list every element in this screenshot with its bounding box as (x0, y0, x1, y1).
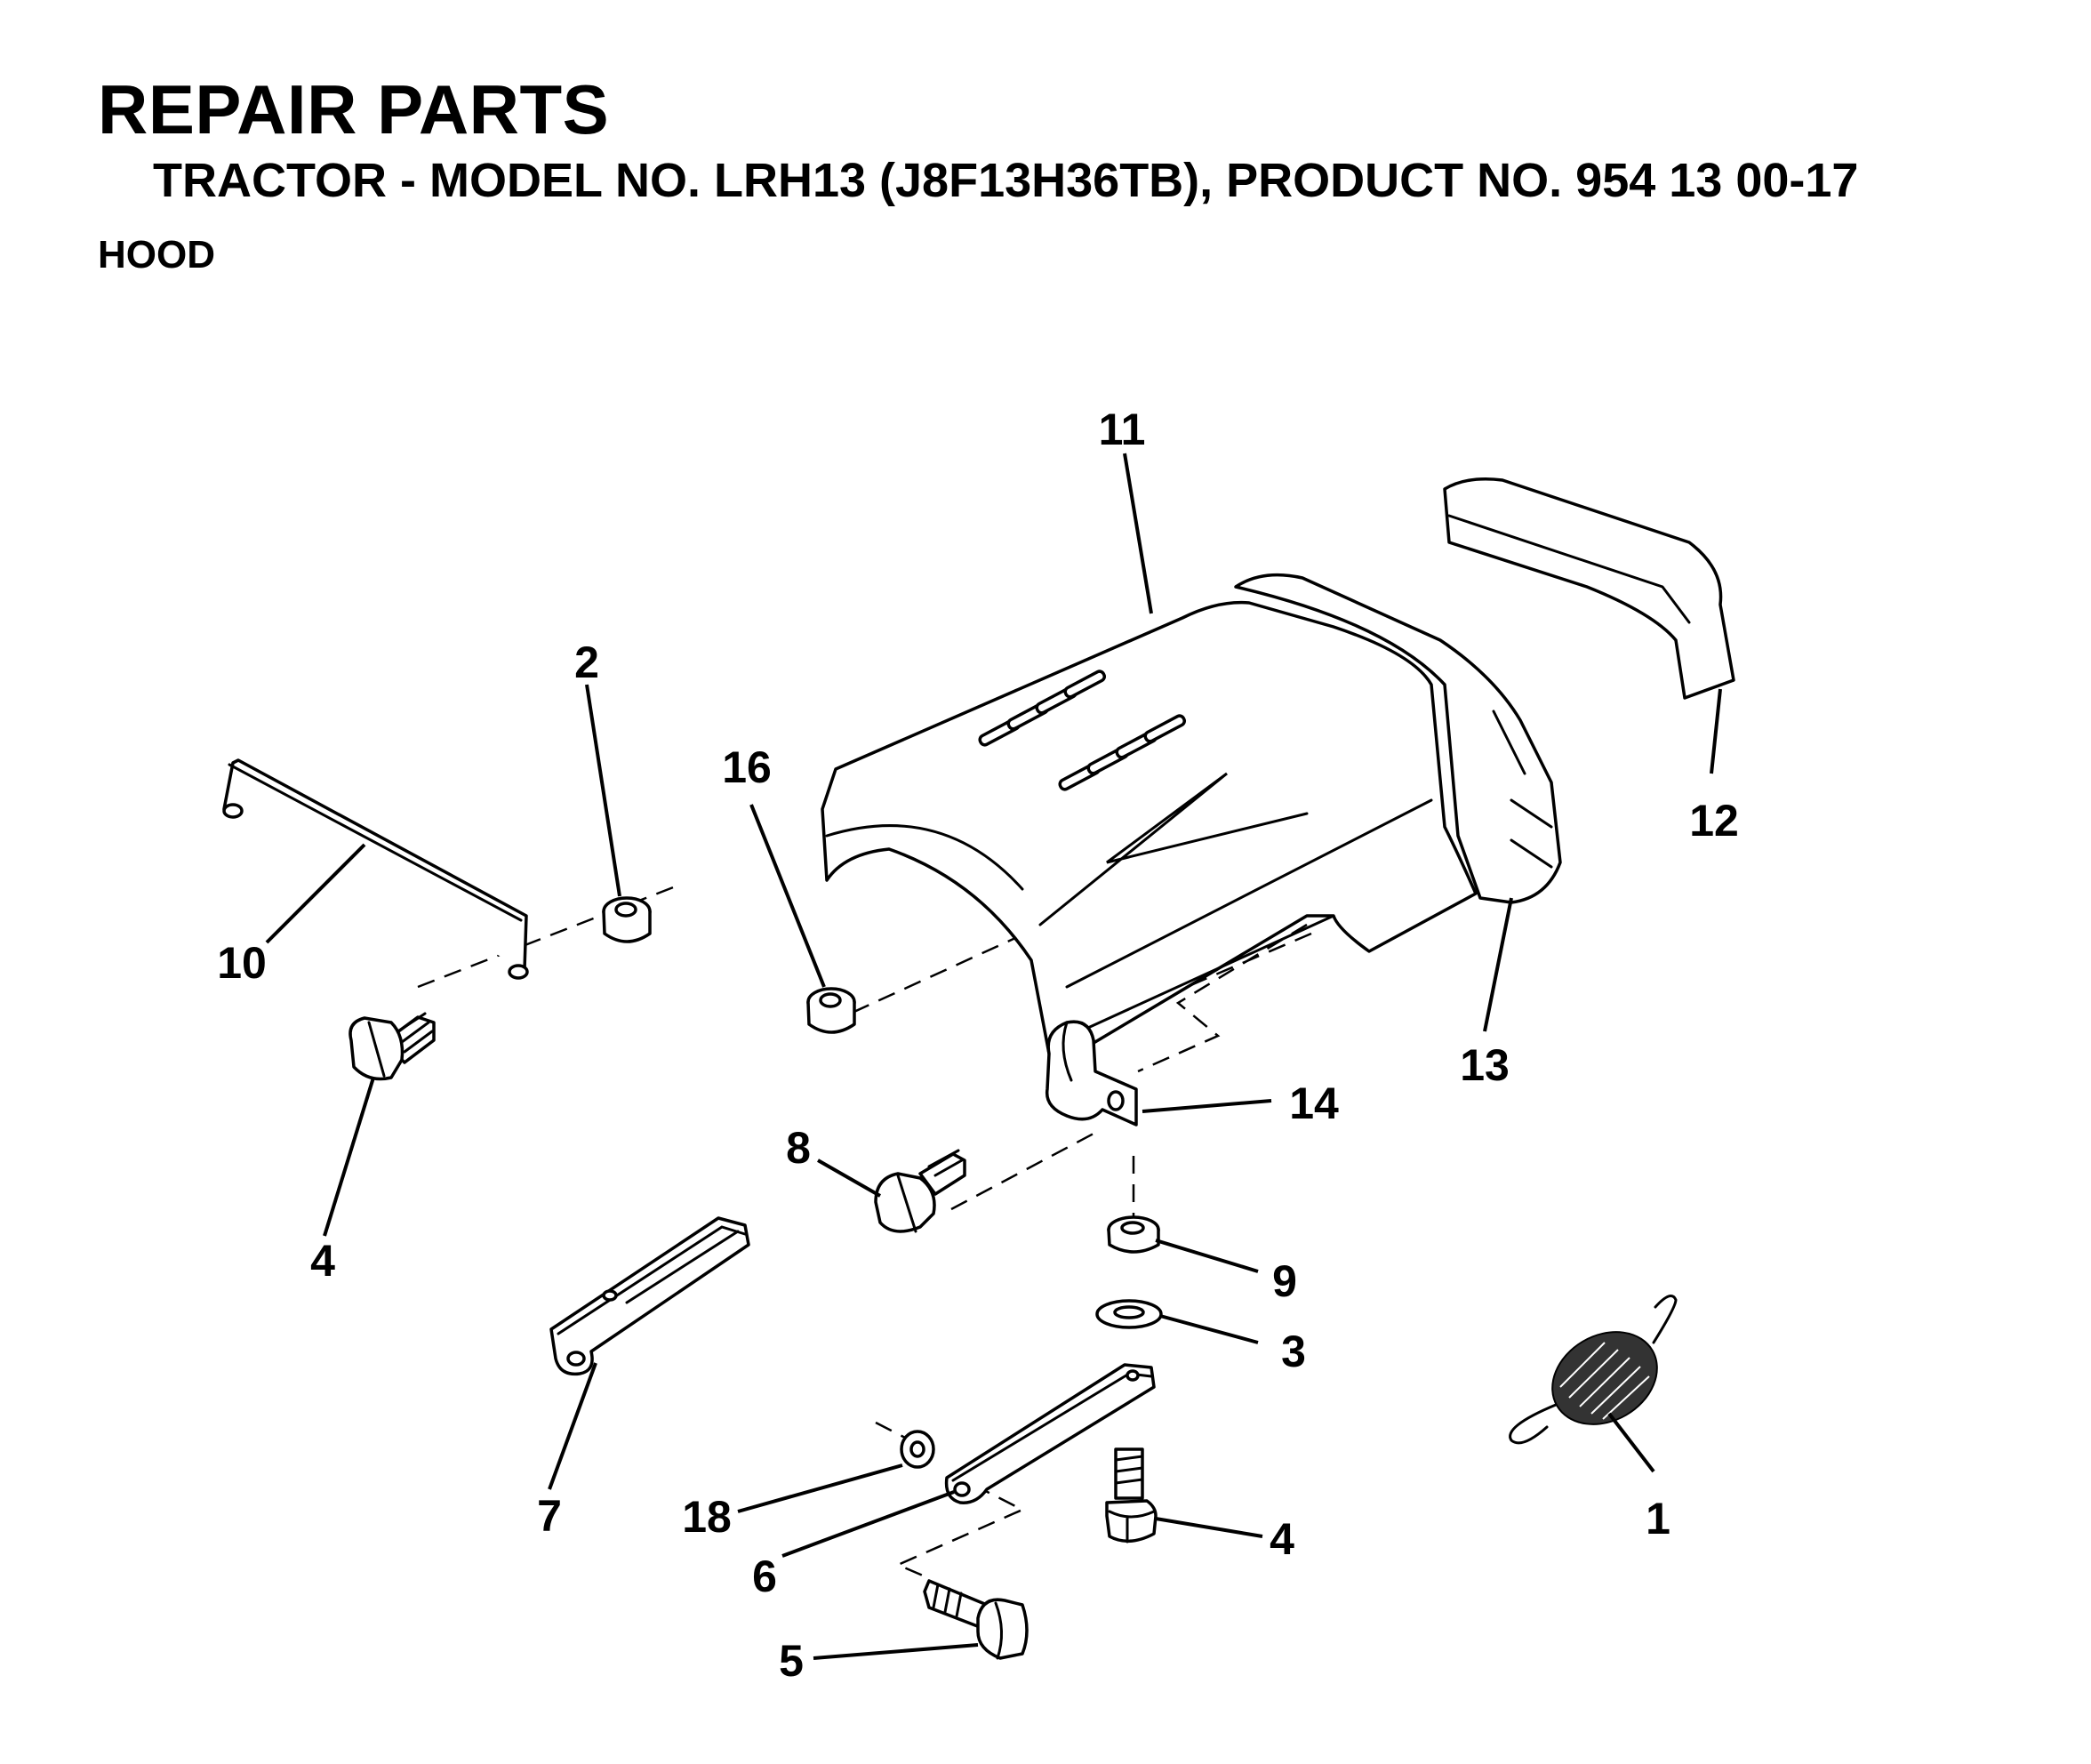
nut-part-2 (602, 896, 652, 943)
grille-part-13 (1234, 573, 1562, 904)
callout-11: 11 (1099, 405, 1146, 454)
hood-part-11 (821, 600, 1478, 1058)
callout-13: 13 (1460, 1040, 1510, 1090)
spring-part-1 (1509, 1295, 1678, 1445)
callout-2: 2 (574, 637, 599, 687)
callout-4-upper: 4 (310, 1236, 335, 1286)
callout-1: 1 (1646, 1494, 1670, 1544)
callout-3: 3 (1281, 1327, 1306, 1376)
brace-part-7 (549, 1216, 750, 1376)
model-subtitle: TRACTOR - MODEL NO. LRH13 (J8F13H36TB), … (153, 154, 1859, 207)
nut-part-9 (1107, 1215, 1160, 1254)
bracket-part-14 (1045, 1020, 1138, 1127)
callout-16: 16 (722, 742, 772, 792)
bolt-part-5 (923, 1579, 1029, 1660)
callout-18: 18 (682, 1492, 732, 1542)
hood-vent-slots (978, 670, 1186, 791)
nut-part-16 (806, 987, 856, 1034)
support-rod-part-10 (222, 758, 529, 980)
callout-leaders (265, 453, 1722, 1660)
callout-7: 7 (537, 1491, 562, 1541)
washer-part-18 (900, 1430, 935, 1469)
hood-strip-part-12 (1443, 477, 1735, 700)
callout-9: 9 (1272, 1256, 1297, 1306)
callout-4-lower: 4 (1270, 1514, 1294, 1564)
page-title: REPAIR PARTS (98, 70, 610, 148)
callout-8: 8 (786, 1123, 811, 1173)
bolt-part-8 (874, 1149, 966, 1233)
callout-10: 10 (217, 938, 267, 988)
callout-labels: 11 12 13 2 16 10 4 14 8 9 3 7 18 6 4 1 5 (217, 405, 1739, 1686)
callout-6: 6 (752, 1552, 777, 1601)
bolt-part-4-lower (1105, 1447, 1158, 1544)
callout-14: 14 (1289, 1078, 1339, 1128)
callout-5: 5 (779, 1636, 804, 1686)
callout-12: 12 (1689, 796, 1739, 846)
section-heading: HOOD (98, 233, 215, 277)
strap-part-6 (944, 1363, 1156, 1504)
bolt-part-4-upper (348, 1012, 436, 1081)
washer-part-3 (1095, 1299, 1163, 1329)
